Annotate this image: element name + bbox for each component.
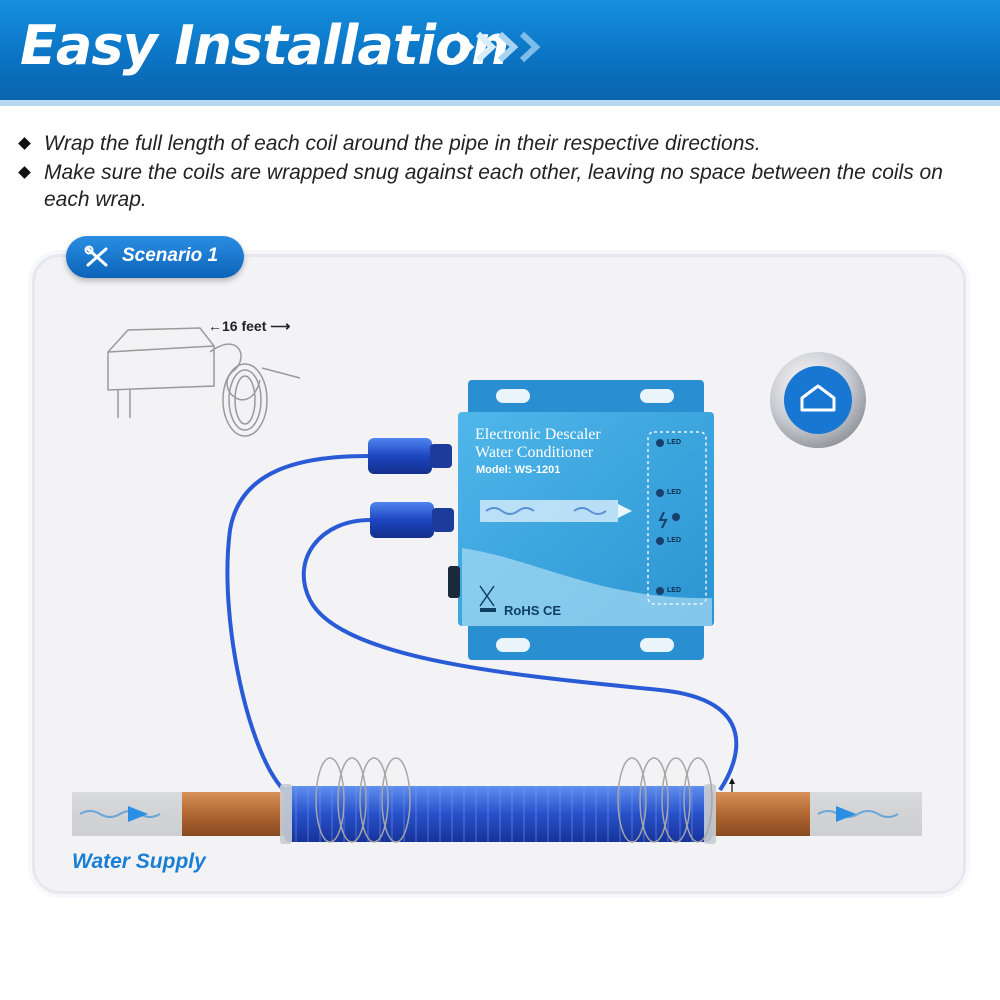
led-label: LED <box>667 537 681 544</box>
device-title: Electronic Descaler Water Conditioner <box>475 426 601 461</box>
chevrons-right-icon <box>453 31 541 63</box>
coil-loops <box>315 757 713 843</box>
home-icon <box>770 352 866 448</box>
header-banner <box>0 0 1000 104</box>
power-adapter-icon <box>107 327 301 437</box>
descaler-device <box>448 380 714 660</box>
instruction-item: Make sure the coils are wrapped snug aga… <box>16 159 986 213</box>
led-label: LED <box>667 489 681 496</box>
cord-length-label: ←16 feet ⟶ <box>208 318 291 334</box>
instruction-list: Wrap the full length of each coil around… <box>16 130 986 215</box>
device-model: Model: WS-1201 <box>476 464 561 476</box>
coil-wrap <box>280 784 716 844</box>
water-supply-label: Water Supply <box>72 850 206 873</box>
cable-connector-top <box>368 438 452 474</box>
cable-connector-bottom <box>370 502 454 538</box>
page-title: Easy Installation <box>20 14 510 77</box>
header-divider <box>0 100 1000 106</box>
certification-marks: RoHS CE <box>504 603 562 618</box>
cable-left <box>225 454 369 794</box>
instruction-item: Wrap the full length of each coil around… <box>16 130 986 157</box>
scenario-badge: Scenario 1 <box>66 236 244 278</box>
scenario-label: Scenario 1 <box>122 245 219 266</box>
led-label: LED <box>667 587 681 594</box>
led-label: LED <box>667 439 681 446</box>
cable-right <box>301 518 739 792</box>
tools-icon <box>84 245 108 267</box>
